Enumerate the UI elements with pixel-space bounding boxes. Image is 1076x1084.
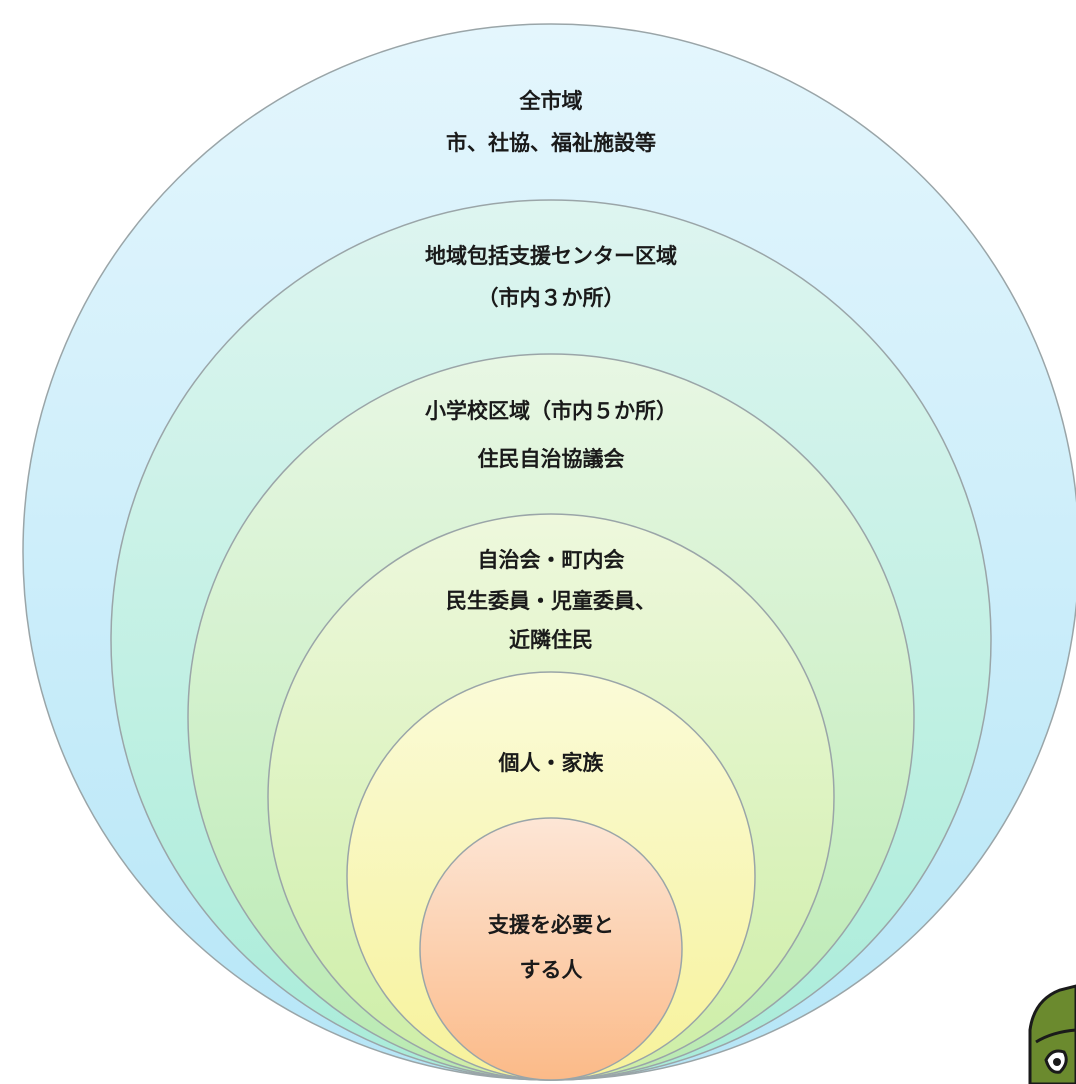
ring-person-line-1: 支援を必要と [488,913,614,937]
ring-center-area-line-2: （市内３か所） [478,286,625,310]
ring-person [419,817,683,1081]
ring-person-line-2: する人 [520,958,583,982]
ring-school-area-label: 小学校区域（市内５か所） 住民自治協議会 [425,399,677,471]
ring-neighborhood-line-1: 自治会・町内会 [478,548,625,572]
mascot-character-icon [1028,984,1076,1084]
ring-family-line-1: 個人・家族 [498,751,605,775]
ring-person-label: 支援を必要と する人 [488,913,614,982]
ring-center-area-label: 地域包括支援センター区域 （市内３か所） [425,244,677,310]
ring-neighborhood-label: 自治会・町内会 民生委員・児童委員、 近隣住民 [446,548,656,652]
ring-neighborhood-line-2: 民生委員・児童委員、 [446,589,656,613]
ring-city-line-1: 全市域 [519,89,583,113]
ring-neighborhood-line-3: 近隣住民 [509,628,593,652]
ring-school-area-line-2: 住民自治協議会 [478,447,625,471]
ring-city-line-2: 市、社協、福祉施設等 [446,131,656,155]
ring-center-area-line-1: 地域包括支援センター区域 [425,244,677,268]
ring-city-label: 全市域 市、社協、福祉施設等 [446,89,656,155]
ring-school-area-line-1: 小学校区域（市内５か所） [425,399,677,423]
ring-family-label: 個人・家族 [498,751,605,775]
